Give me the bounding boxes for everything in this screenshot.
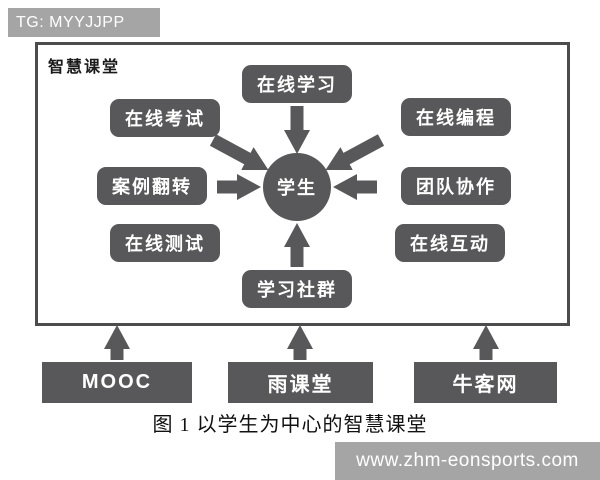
node-online-programming: 在线编程 <box>401 98 511 136</box>
watermark-bottom-right: www.zhm-eonsports.com <box>335 442 600 480</box>
node-online-learning: 在线学习 <box>242 65 352 103</box>
platform-niuke: 牛客网 <box>414 362 557 403</box>
node-case-flipping-label: 案例翻转 <box>112 177 192 197</box>
node-online-interaction: 在线互动 <box>395 224 505 262</box>
node-online-learning-label: 在线学习 <box>257 75 337 95</box>
node-online-exam-label: 在线考试 <box>125 109 205 129</box>
node-online-exam: 在线考试 <box>110 99 220 137</box>
node-online-interaction-label: 在线互动 <box>410 234 490 254</box>
node-learning-community: 学习社群 <box>242 270 352 308</box>
node-team-collaboration: 团队协作 <box>401 167 511 205</box>
frame-title: 智慧课堂 <box>48 59 121 76</box>
node-online-testing-label: 在线测试 <box>125 234 205 254</box>
platform-rain-classroom: 雨课堂 <box>228 362 373 403</box>
node-team-collaboration-label: 团队协作 <box>416 177 496 197</box>
node-learning-community-label: 学习社群 <box>257 280 337 300</box>
node-case-flipping: 案例翻转 <box>97 167 207 205</box>
platform-mooc: MOOC <box>42 362 192 403</box>
platform-mooc-label: MOOC <box>81 371 153 393</box>
node-online-testing: 在线测试 <box>110 224 220 262</box>
node-student-center: 学生 <box>263 153 331 221</box>
platform-rain-classroom-label: 雨课堂 <box>267 374 334 396</box>
node-online-programming-label: 在线编程 <box>416 108 496 128</box>
figure-caption: 图 1 以学生为中心的智慧课堂 <box>152 414 428 436</box>
watermark-bottom-right-text: www.zhm-eonsports.com <box>356 450 579 471</box>
node-student-label: 学生 <box>277 178 317 198</box>
platform-niuke-label: 牛客网 <box>452 374 519 396</box>
watermark-top-left: TG: MYYJJPP <box>8 8 160 37</box>
watermark-top-left-text: TG: MYYJJPP <box>16 13 125 31</box>
